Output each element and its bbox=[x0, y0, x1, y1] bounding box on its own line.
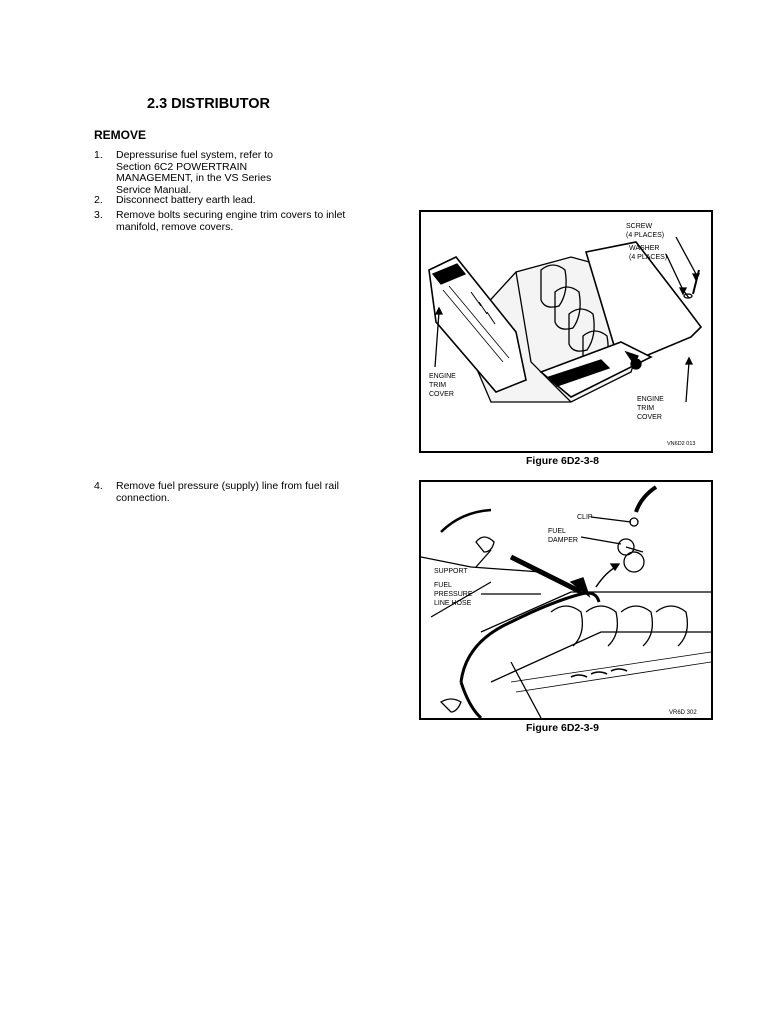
label-left-cover-1: ENGINE bbox=[429, 373, 456, 380]
label-washer: WASHER bbox=[629, 245, 659, 252]
figure-ref-code: VN6D2 013 bbox=[667, 441, 695, 447]
figure-caption: Figure 6D2-3-8 bbox=[526, 455, 599, 467]
label-left-cover-2: TRIM bbox=[429, 382, 446, 389]
step-4: 4. Remove fuel pressure (supply) line fr… bbox=[94, 480, 394, 505]
label-right-cover-1: ENGINE bbox=[637, 396, 664, 403]
label-washer-places: (4 PLACES) bbox=[629, 254, 667, 261]
fuel-pressure-line-illustration: CLIP FUEL DAMPER SUPPORT FUEL PRESSURE L… bbox=[420, 485, 712, 720]
label-left-cover-3: COVER bbox=[429, 391, 454, 398]
step-number: 2. bbox=[94, 194, 103, 206]
label-screw-places: (4 PLACES) bbox=[626, 232, 664, 239]
section-title: 2.3 DISTRIBUTOR bbox=[147, 96, 271, 112]
figure-engine-trim-covers: SCREW (4 PLACES) WASHER (4 PLACES) ENGIN… bbox=[419, 210, 713, 453]
figure-fuel-pressure-line: CLIP FUEL DAMPER SUPPORT FUEL PRESSURE L… bbox=[419, 480, 713, 720]
label-screw: SCREW bbox=[626, 223, 652, 230]
step-text: Disconnect battery earth lead. bbox=[116, 194, 256, 206]
label-right-cover-2: TRIM bbox=[637, 405, 654, 412]
step-2: 2. Disconnect battery earth lead. bbox=[94, 194, 384, 207]
label-clip: CLIP bbox=[577, 514, 593, 521]
label-hose-1: FUEL bbox=[434, 582, 452, 589]
step-number: 4. bbox=[94, 480, 103, 492]
engine-trim-cover-illustration: SCREW (4 PLACES) WASHER (4 PLACES) ENGIN… bbox=[428, 223, 703, 447]
label-damper: DAMPER bbox=[548, 537, 578, 544]
label-support: SUPPORT bbox=[434, 568, 468, 575]
label-right-cover-3: COVER bbox=[637, 414, 662, 421]
step-3: 3. Remove bolts securing engine trim cov… bbox=[94, 209, 394, 234]
step-number: 1. bbox=[94, 149, 103, 161]
step-text: Depressurise fuel system, refer to Secti… bbox=[116, 149, 273, 196]
subheading-remove: REMOVE bbox=[94, 128, 147, 142]
step-number: 3. bbox=[94, 209, 103, 221]
label-fuel: FUEL bbox=[548, 528, 566, 535]
step-1: 1. Depressurise fuel system, refer to Se… bbox=[94, 149, 384, 198]
label-hose-3: LINE HOSE bbox=[434, 600, 472, 607]
figure-caption: Figure 6D2-3-9 bbox=[526, 722, 599, 734]
step-text: Remove bolts securing engine trim covers… bbox=[116, 209, 346, 233]
label-hose-2: PRESSURE bbox=[434, 591, 473, 598]
figure-ref-code: VR6D 302 bbox=[669, 710, 697, 716]
step-text: Remove fuel pressure (supply) line from … bbox=[116, 480, 339, 504]
